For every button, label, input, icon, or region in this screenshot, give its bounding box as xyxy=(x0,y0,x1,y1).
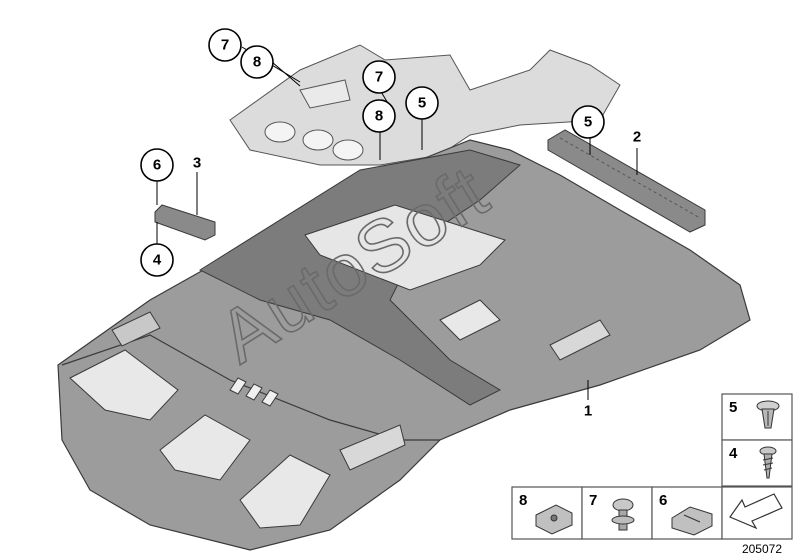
callout-8-upper: 8 xyxy=(240,45,274,79)
svg-text:5: 5 xyxy=(729,399,737,416)
label-part-3: 3 xyxy=(193,155,201,172)
svg-text:6: 6 xyxy=(153,157,161,174)
side-rail-part-2 xyxy=(547,129,706,233)
svg-text:4: 4 xyxy=(729,445,738,462)
svg-text:5: 5 xyxy=(584,114,592,131)
callout-6-left: 6 xyxy=(140,148,174,182)
svg-text:4: 4 xyxy=(153,252,162,269)
arrow-icon xyxy=(729,493,783,530)
label-part-1: 1 xyxy=(584,403,592,420)
headliner-panel xyxy=(57,139,751,551)
svg-text:7: 7 xyxy=(375,69,383,86)
legend-item-5: 5 xyxy=(721,393,793,441)
callout-4-left: 4 xyxy=(140,243,174,277)
clip-nut-icon xyxy=(535,504,573,535)
callout-5-middle: 5 xyxy=(405,86,439,120)
svg-text:8: 8 xyxy=(375,108,383,125)
callout-8-middle: 8 xyxy=(362,99,396,133)
svg-text:7: 7 xyxy=(589,492,597,509)
svg-text:8: 8 xyxy=(253,54,261,71)
legend-item-4: 4 xyxy=(721,439,793,487)
hex-bolt-icon xyxy=(611,498,635,531)
callout-5-right: 5 xyxy=(571,105,605,139)
svg-text:8: 8 xyxy=(519,492,527,509)
legend-arrow-box xyxy=(721,486,793,540)
callout-7-middle: 7 xyxy=(362,60,396,94)
diagram-id: 205072 xyxy=(741,542,782,556)
screw-icon xyxy=(759,446,777,479)
expanding-rivet-icon xyxy=(756,400,780,429)
svg-text:6: 6 xyxy=(659,492,667,509)
legend-item-6: 6 xyxy=(651,486,723,540)
callout-7-upper: 7 xyxy=(208,28,242,62)
svg-text:7: 7 xyxy=(221,37,229,54)
legend-item-7: 7 xyxy=(581,486,653,540)
legend-item-8: 8 xyxy=(511,486,583,540)
bracket-part-3 xyxy=(154,204,216,241)
svg-text:5: 5 xyxy=(418,95,426,112)
legend: 5 4 8 xyxy=(511,393,793,540)
spring-clip-icon xyxy=(671,506,713,536)
label-part-2: 2 xyxy=(633,129,641,146)
